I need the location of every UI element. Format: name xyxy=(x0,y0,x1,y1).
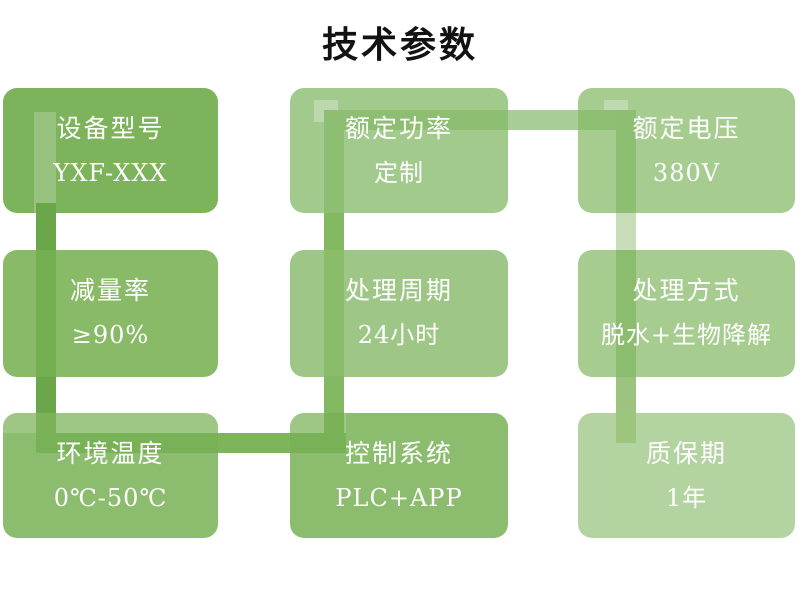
param-label: 处理周期 xyxy=(344,276,453,305)
param-label: 额定电压 xyxy=(632,114,741,143)
connector-segment xyxy=(616,250,636,377)
connector-segment xyxy=(324,413,344,433)
param-label: 控制系统 xyxy=(344,439,453,468)
connector-segment xyxy=(616,213,636,250)
param-label: 减量率 xyxy=(69,276,151,305)
param-text-warranty: 质保期 1年 xyxy=(578,413,795,538)
param-text-rated-power: 额定功率定制 xyxy=(290,88,508,213)
connector-segment xyxy=(218,433,290,453)
slide-title: 技术参数 xyxy=(321,25,478,66)
param-value: 380V xyxy=(652,159,721,187)
connector-segment xyxy=(324,110,344,213)
param-text-rated-voltage: 额定电压 380V xyxy=(578,88,795,213)
connector-segment xyxy=(34,112,56,213)
connector-segment xyxy=(324,110,508,130)
connector-segment xyxy=(36,377,56,413)
param-label: 质保期 xyxy=(645,439,727,468)
param-value: YXF-XXX xyxy=(53,159,168,187)
connector-segment xyxy=(324,250,344,376)
param-card-processing-method xyxy=(578,250,795,377)
param-value: 定制 xyxy=(374,159,424,187)
param-value: 脱水+生物降解 xyxy=(600,321,773,349)
param-value: PLC+APP xyxy=(335,484,463,512)
param-label: 处理方式 xyxy=(632,276,741,305)
connector-segment xyxy=(36,203,56,250)
param-text-processing-cycle: 处理周期 24小时 xyxy=(290,250,508,377)
param-value: 0℃-50℃ xyxy=(53,484,168,512)
connector-segment xyxy=(3,411,346,433)
param-text-reduction-rate: 减量率 ≥90% xyxy=(3,250,218,377)
param-text-processing-method: 处理方式脱水+生物降解 xyxy=(578,250,795,377)
connector-segment xyxy=(578,110,616,130)
param-value: 24小时 xyxy=(357,321,441,349)
connector-segment xyxy=(290,433,346,453)
param-label: 环境温度 xyxy=(56,439,165,468)
connector-segment xyxy=(36,433,218,453)
param-value: 1年 xyxy=(665,484,708,512)
connector-segment xyxy=(616,377,636,413)
param-text-ambient-temperature: 环境温度 0℃-50℃ xyxy=(3,413,218,538)
param-card-warranty xyxy=(578,413,795,538)
connector-segment xyxy=(616,110,636,213)
connector-segment xyxy=(36,250,56,377)
param-card-device-model xyxy=(3,88,218,213)
param-label: 设备型号 xyxy=(56,114,165,143)
connector-segment xyxy=(616,413,636,443)
param-text-device-model: 设备型号 YXF-XXX xyxy=(3,88,218,213)
connector-segment xyxy=(508,110,578,130)
param-label: 额定功率 xyxy=(344,114,453,143)
param-card-rated-voltage xyxy=(578,88,795,213)
connector-segment xyxy=(324,376,344,413)
param-value: ≥90% xyxy=(71,321,150,349)
param-text-control-system: 控制系统 PLC+APP xyxy=(290,413,508,538)
connector-segment xyxy=(324,213,344,250)
